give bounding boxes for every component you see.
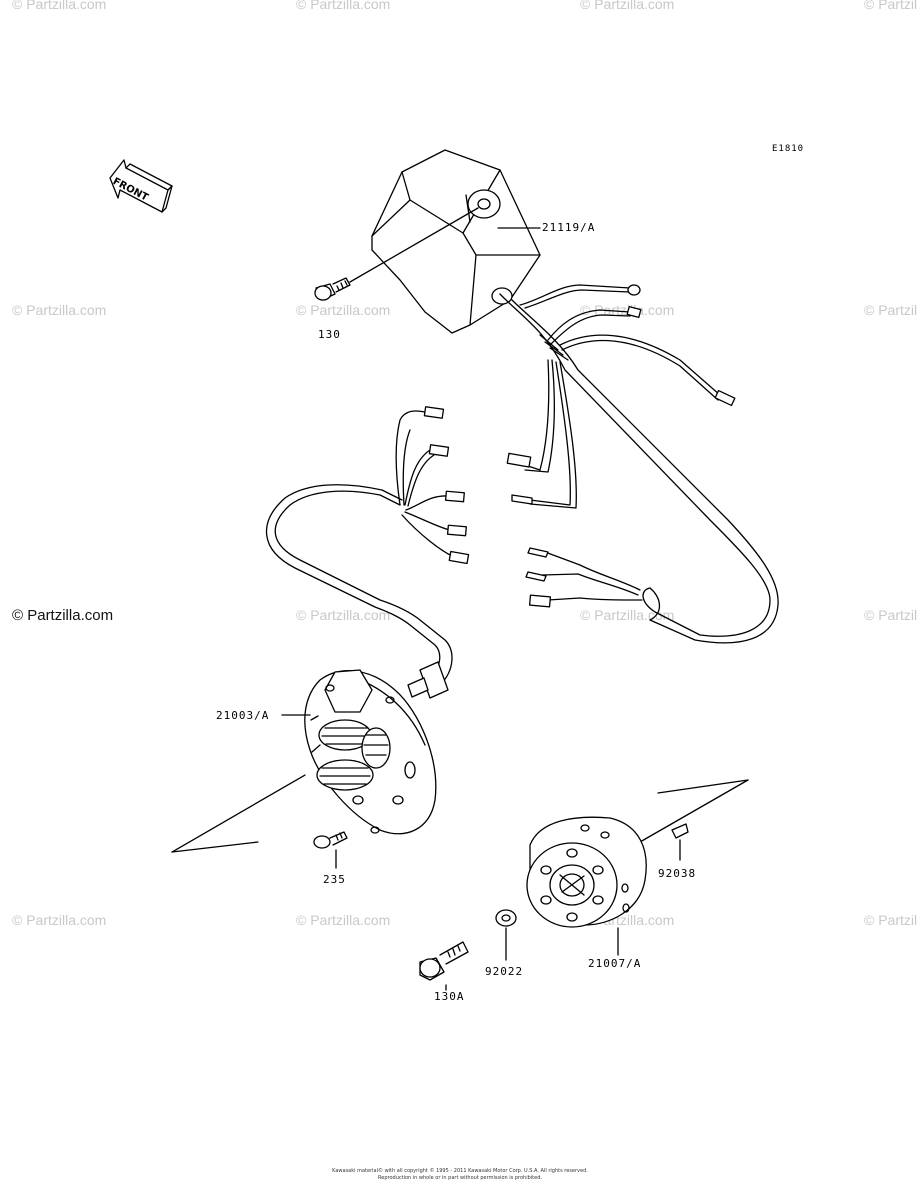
cdi-harness: [499, 284, 779, 644]
watermark: © Partzilla.com: [296, 302, 391, 318]
part-label-21003a[interactable]: 21003/A: [216, 709, 270, 722]
flywheel: [526, 816, 647, 928]
watermark: © Partzilla.com: [296, 0, 391, 12]
front-arrow-icon: [109, 159, 173, 213]
watermark-dark: © Partzilla.com: [12, 607, 114, 624]
bolt-130: [314, 277, 351, 301]
diagram-id: E1810: [772, 144, 805, 154]
cdi-unit: [371, 149, 541, 334]
watermark: © Partzilla.com: [12, 912, 107, 928]
watermark: © Partzilla.com: [296, 607, 391, 623]
part-label-92022[interactable]: 92022: [485, 965, 524, 978]
part-label-21119a[interactable]: 21119/A: [542, 221, 596, 234]
copyright-line: Reproduction in whole or in part without…: [378, 1175, 542, 1181]
bolt-130a: [419, 941, 469, 981]
part-label-235[interactable]: 235: [323, 873, 346, 886]
screw-235: [313, 831, 348, 849]
watermark: © Partzilla.com: [296, 912, 391, 928]
part-label-130[interactable]: 130: [318, 328, 341, 341]
watermark: © Partzilla.com: [864, 0, 917, 12]
watermark: © Partzilla.com: [12, 302, 107, 318]
stator-plate: [304, 669, 437, 835]
watermark: © Partzilla.com: [580, 302, 675, 318]
watermark: © Partzilla.com: [580, 0, 675, 12]
watermark: © Partzilla.com: [864, 607, 917, 623]
copyright-notice: Kawasaki material© with all copyright © …: [300, 1168, 620, 1182]
copyright-line: Kawasaki material© with all copyright © …: [332, 1168, 588, 1174]
part-label-130a[interactable]: 130A: [434, 990, 465, 1003]
part-label-92038[interactable]: 92038: [658, 867, 697, 880]
part-label-21007a[interactable]: 21007/A: [588, 957, 642, 970]
watermark: © Partzilla.com: [864, 302, 917, 318]
stator-harness: [265, 406, 470, 699]
washer: [495, 909, 517, 927]
watermark: © Partzilla.com: [12, 0, 107, 12]
watermark: © Partzilla.com: [864, 912, 917, 928]
